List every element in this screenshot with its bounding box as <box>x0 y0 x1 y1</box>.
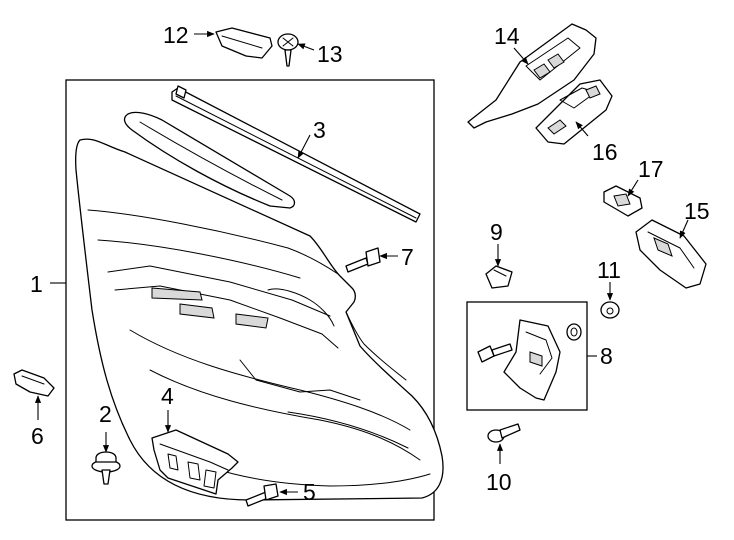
pad-part-12 <box>215 27 273 59</box>
callout-11: 11 <box>597 257 621 283</box>
leader-13 <box>297 43 315 51</box>
bracket-kit-part-8 <box>477 319 582 401</box>
leader-16 <box>575 121 589 137</box>
callout-13: 13 <box>317 41 343 67</box>
callout-15: 15 <box>684 198 710 224</box>
nut-part-9 <box>485 265 513 289</box>
callout-1: 1 <box>30 271 43 297</box>
callout-12: 12 <box>163 22 189 48</box>
callout-8: 8 <box>600 343 613 369</box>
callout-10: 10 <box>486 469 512 495</box>
switch-assembly-part-15 <box>635 219 707 289</box>
retainer-clip-part-2 <box>91 451 121 485</box>
callout-9: 9 <box>490 219 503 245</box>
screw-part-10 <box>487 423 521 443</box>
window-switch-part-16 <box>535 79 613 145</box>
switch-bezel-part-14 <box>467 23 597 129</box>
leader-15 <box>679 219 689 239</box>
callout-14: 14 <box>494 23 520 49</box>
screw-part-7 <box>345 247 381 273</box>
trim-cover-part-6 <box>13 369 55 397</box>
armrest-bracket-part-4 <box>151 429 239 495</box>
callout-2: 2 <box>99 401 112 427</box>
leader-14 <box>513 47 529 65</box>
screw-part-5 <box>245 483 279 507</box>
leader-3 <box>297 134 311 159</box>
door-trim-assembly-box <box>65 79 435 521</box>
door-trim-panel-part <box>74 138 444 501</box>
callout-17: 17 <box>638 156 664 182</box>
upper-trim-strip-part <box>123 111 296 209</box>
callout-5: 5 <box>303 479 316 505</box>
callout-16: 16 <box>592 139 618 165</box>
grommet-part-11 <box>600 301 620 319</box>
screw-part-13 <box>277 33 299 67</box>
switch-part-17 <box>603 185 643 217</box>
callout-3: 3 <box>313 117 326 143</box>
belt-weatherstrip-part <box>171 85 421 223</box>
callout-6: 6 <box>31 423 44 449</box>
callout-4: 4 <box>161 383 174 409</box>
callout-7: 7 <box>401 244 414 270</box>
leader-17 <box>627 179 639 197</box>
